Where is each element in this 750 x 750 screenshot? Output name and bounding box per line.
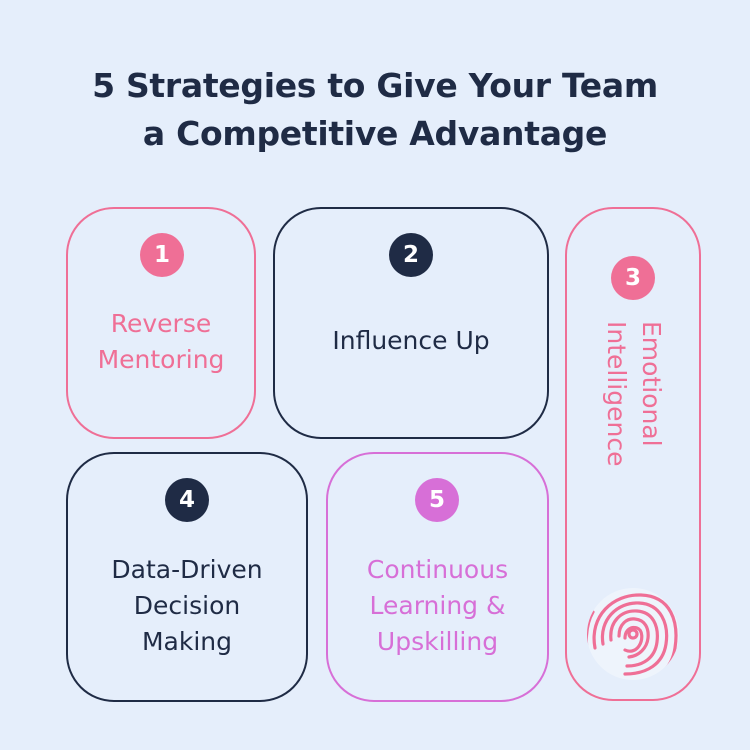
strategy-label-4-line-3: Making: [141, 627, 233, 656]
number-badge-5: 5: [415, 478, 459, 522]
number-badge-3: 3: [611, 256, 655, 300]
strategy-label-3-line-2: Intelligence: [602, 321, 631, 467]
strategy-card-5: 5 Continuous Learning & Upskilling: [326, 452, 549, 702]
strategy-label-4-line-1: Data-Driven: [111, 555, 263, 584]
number-badge-4: 4: [165, 478, 209, 522]
strategy-label-1: Reverse Mentoring: [68, 306, 254, 378]
number-badge-2: 2: [389, 233, 433, 277]
title-line-1: 5 Strategies to Give Your Team: [92, 66, 658, 105]
strategy-label-2: Influence Up: [275, 323, 547, 359]
strategy-card-3: 3 Emotional Intelligence: [565, 207, 701, 701]
strategy-label-2-line-1: Influence Up: [332, 326, 490, 355]
strategy-label-3: Emotional Intelligence: [599, 321, 669, 501]
page-title: 5 Strategies to Give Your Team a Competi…: [0, 62, 750, 158]
number-badge-1: 1: [140, 233, 184, 277]
strategy-label-5-line-1: Continuous: [366, 555, 509, 584]
strategy-label-3-line-1: Emotional: [637, 321, 666, 447]
strategy-card-2: 2 Influence Up: [273, 207, 549, 439]
strategy-label-5: Continuous Learning & Upskilling: [328, 552, 547, 660]
strategy-card-4: 4 Data-Driven Decision Making: [66, 452, 308, 702]
fingerprint-icon: [587, 588, 679, 680]
strategy-label-4-line-2: Decision: [133, 591, 241, 620]
strategy-label-1-line-1: Reverse: [110, 309, 212, 338]
strategy-label-5-line-2: Learning &: [369, 591, 506, 620]
strategy-label-5-line-3: Upskilling: [376, 627, 499, 656]
title-line-2: a Competitive Advantage: [142, 114, 608, 153]
strategy-label-4: Data-Driven Decision Making: [68, 552, 306, 660]
strategy-card-1: 1 Reverse Mentoring: [66, 207, 256, 439]
strategy-label-1-line-2: Mentoring: [97, 345, 225, 374]
